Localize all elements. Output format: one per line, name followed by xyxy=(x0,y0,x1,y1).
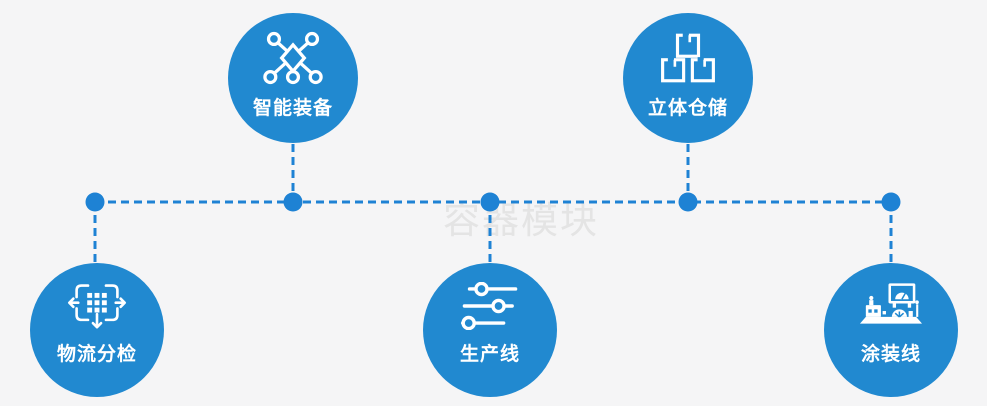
node-label: 涂装线 xyxy=(860,344,921,365)
stacked-boxes-icon xyxy=(660,29,716,87)
sorting-crossroads-icon xyxy=(66,277,128,335)
machine-dashboard-icon xyxy=(858,277,924,335)
node-label: 智能装备 xyxy=(252,98,333,119)
node-logistics-sorting: 物流分检 xyxy=(30,263,164,397)
node-label: 立体仓储 xyxy=(647,98,728,119)
sliders-icon xyxy=(461,277,519,335)
network-nodes-icon xyxy=(260,29,326,87)
node-production-line: 生产线 xyxy=(423,263,557,397)
node-label: 物流分检 xyxy=(56,344,137,365)
node-painting-line: 涂装线 xyxy=(824,263,958,397)
watermark-text: 容器模块 xyxy=(443,200,599,241)
node-smart-equipment: 智能装备 xyxy=(228,13,358,143)
node-label: 生产线 xyxy=(459,344,520,365)
node-warehouse: 立体仓储 xyxy=(623,13,753,143)
